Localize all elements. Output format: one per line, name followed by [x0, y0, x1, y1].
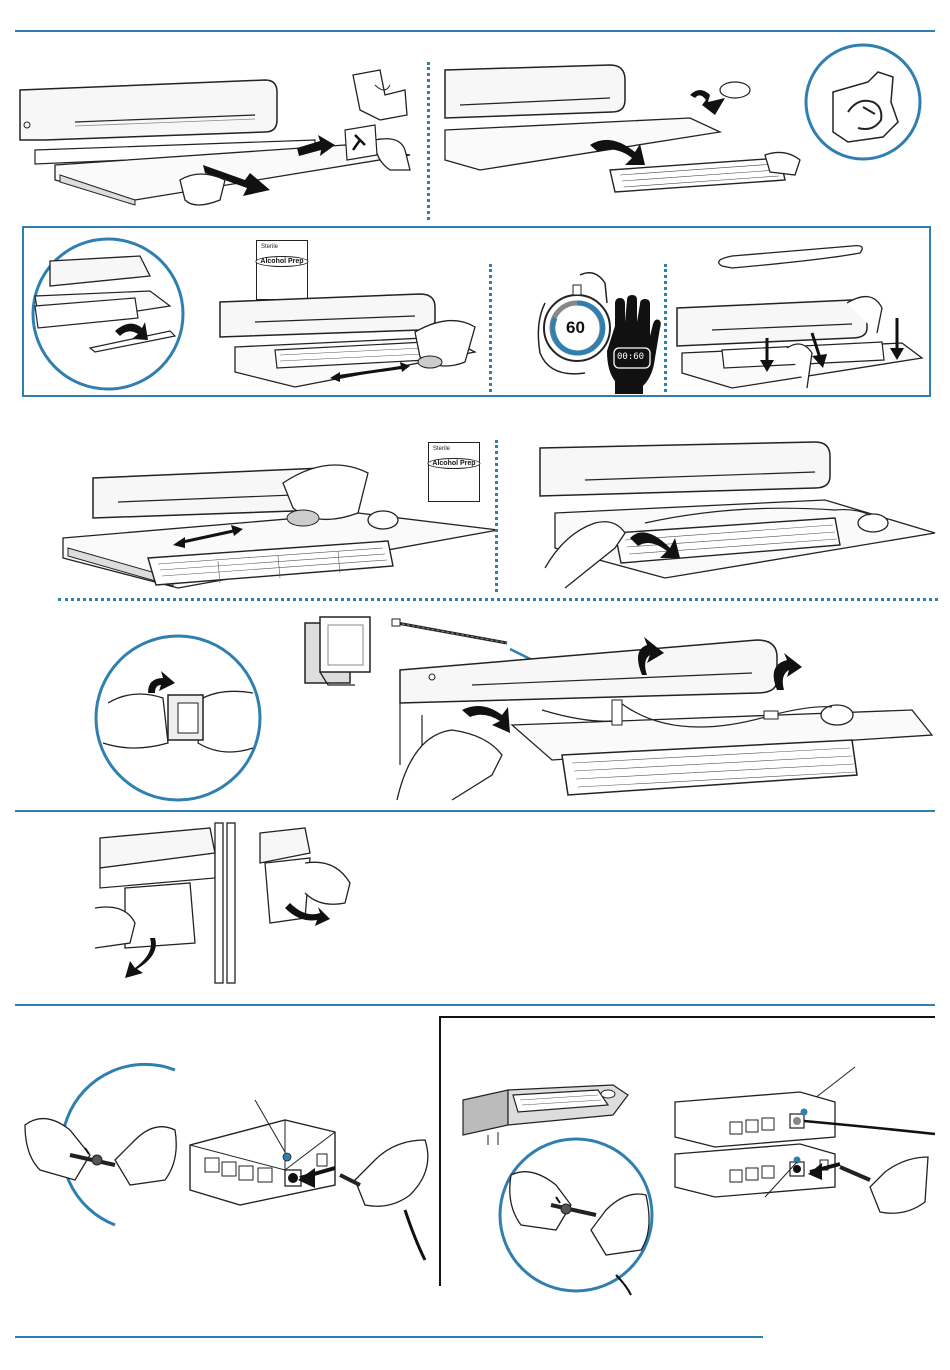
- pack-sterile-label: Sterile: [261, 244, 278, 250]
- section-rule: [15, 1004, 935, 1006]
- illustration-cover-remove: [95, 823, 355, 985]
- divider-dotted-horizontal: [58, 598, 938, 601]
- illustration-keyboard-mouse: [535, 438, 940, 596]
- divider-dotted-vertical: [495, 440, 498, 592]
- divider-dotted-vertical: [489, 264, 492, 392]
- magnifier-circle-icon: [496, 1135, 656, 1295]
- pack-sterile-label: Sterile: [433, 446, 450, 452]
- pack-prep-label: Alcohol Prep: [255, 256, 308, 267]
- timer-seconds: 60: [566, 318, 585, 338]
- section-rule-top: [15, 30, 935, 32]
- timer-display: 00:60: [617, 352, 644, 362]
- alcohol-prep-pack: Sterile Alcohol Prep: [256, 240, 308, 300]
- alcohol-prep-pack: Sterile Alcohol Prep: [428, 442, 480, 502]
- illustration-tray-pull: [15, 40, 425, 225]
- section-rule: [15, 810, 935, 812]
- magnifier-circle-icon: [93, 633, 263, 803]
- divider-dotted-vertical: [427, 62, 430, 220]
- clip-icon: [300, 615, 380, 687]
- illustration-cable-routing: [392, 615, 940, 805]
- illustration-dual-power: [670, 1062, 935, 1222]
- pack-prep-label: Alcohol Prep: [427, 458, 480, 469]
- section-rule-bottom: [15, 1336, 763, 1338]
- illustration-wipe-tray: [215, 292, 485, 392]
- illustration-wrist-rest: [672, 238, 927, 396]
- divider-dotted-vertical: [664, 264, 667, 392]
- hand-icon: [603, 296, 661, 394]
- magnifier-circle-icon: [803, 42, 923, 162]
- illustration-power-connect: [15, 1070, 440, 1280]
- magnifier-circle-icon: [30, 236, 186, 392]
